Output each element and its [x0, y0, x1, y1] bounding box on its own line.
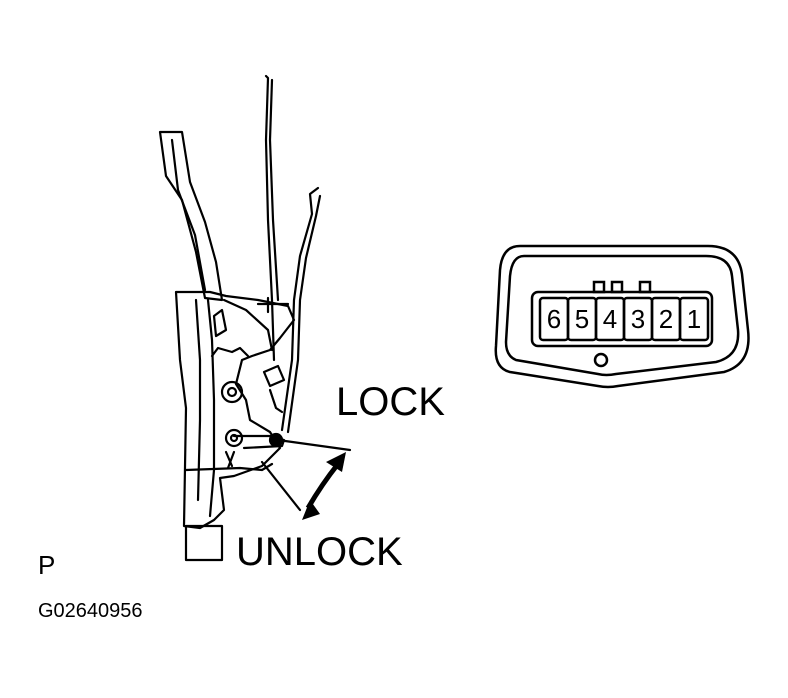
lever-pivot-hole — [229, 433, 239, 443]
lever-spring — [224, 450, 236, 470]
rod-clip — [262, 364, 286, 388]
connector-key-left — [592, 280, 606, 294]
connector-face — [494, 244, 750, 389]
pivot-screw-hole — [226, 386, 238, 398]
view-label: P — [38, 550, 56, 580]
pin-number-1: 1 — [687, 304, 701, 334]
connector-outer-shell — [494, 244, 750, 389]
top-fastener — [256, 296, 290, 314]
door-frame-inner — [170, 138, 207, 292]
pin-number-4: 4 — [603, 304, 617, 334]
housing-inner-2 — [194, 298, 202, 502]
connector-key-right — [638, 280, 652, 294]
pivot-screw — [220, 380, 244, 404]
connector-key-mid — [610, 280, 624, 294]
unlock-position-line — [260, 460, 302, 512]
connector-latch-hole — [593, 352, 609, 368]
figure-code: G02640956 — [38, 600, 143, 622]
housing-latch — [212, 308, 228, 338]
lever-pivot — [224, 428, 244, 448]
housing-lever — [210, 346, 250, 358]
unlock-label: UNLOCK — [236, 530, 403, 574]
pin-number-5: 5 — [575, 304, 589, 334]
housing-inner-1 — [206, 298, 216, 518]
housing-arm — [222, 298, 274, 352]
pin-number-6: 6 — [547, 304, 561, 334]
pin-number-2: 2 — [659, 304, 673, 334]
link-rod-long — [264, 74, 276, 362]
door-frame-outline — [158, 130, 224, 302]
connector-inner-shell — [504, 254, 740, 377]
lock-rod — [280, 186, 320, 432]
pin-cell-1 — [678, 296, 710, 342]
connector-body — [184, 524, 224, 562]
base-plate — [184, 462, 274, 472]
lock-unlock-arrow — [302, 452, 346, 520]
lock-label: LOCK — [336, 380, 445, 424]
lock-rod-edge — [286, 194, 322, 434]
link-rod-long-edge — [268, 78, 280, 302]
lock-housing — [174, 290, 296, 530]
rod-clip-ring — [268, 388, 284, 414]
pin-number-3: 3 — [631, 304, 645, 334]
lock-position-line — [276, 438, 352, 452]
